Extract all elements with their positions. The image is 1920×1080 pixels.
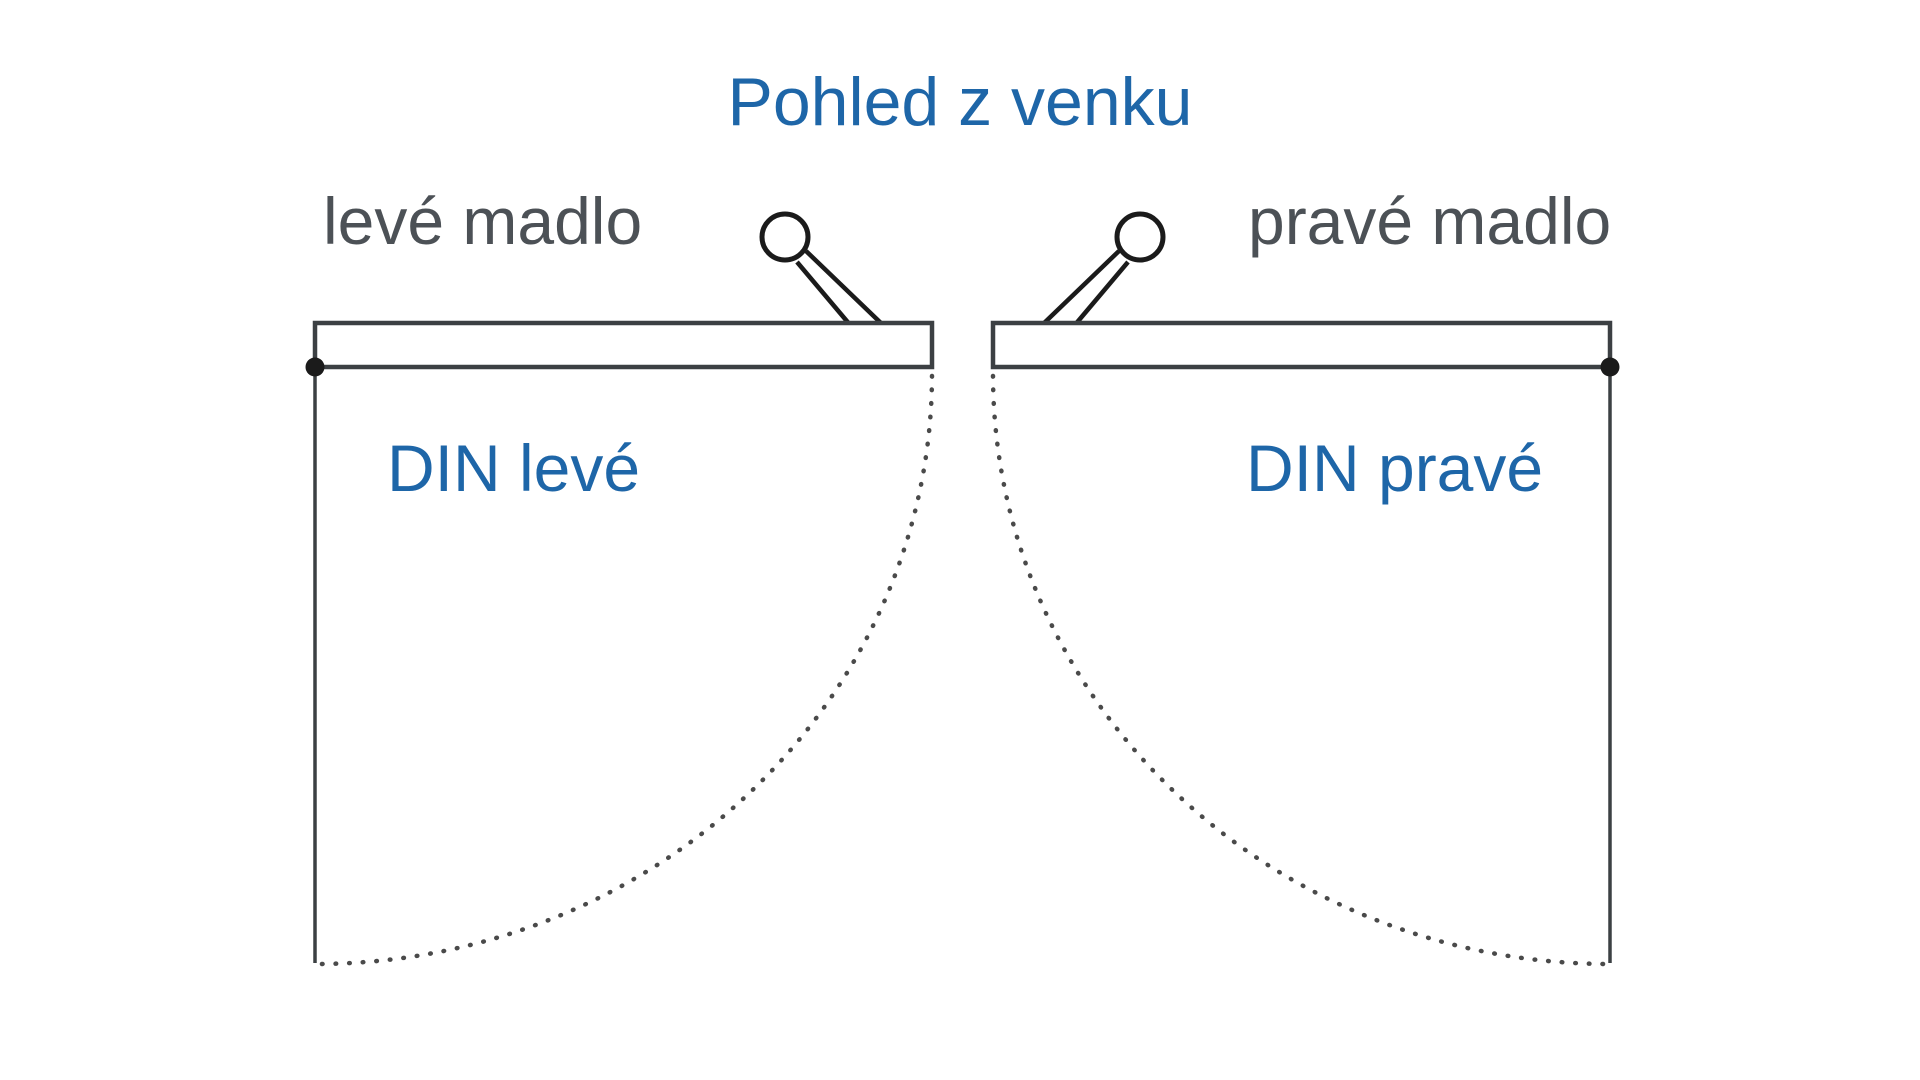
- left-handle-label: levé madlo: [323, 184, 643, 258]
- left-door-panel: [312, 320, 935, 370]
- left-handle-stem-upper: [804, 249, 886, 328]
- left-door: [305, 211, 935, 967]
- right-handle-label: pravé madlo: [1248, 184, 1612, 258]
- right-door-panel: [990, 320, 1613, 370]
- right-door: [990, 211, 1620, 967]
- left-handle-knob-icon: [759, 211, 811, 263]
- right-handle-knob-icon: [1114, 211, 1166, 263]
- right-hinge-dot: [1600, 357, 1620, 377]
- right-handle-stem-lower: [1072, 260, 1130, 328]
- din-right-label: DIN pravé: [1246, 431, 1544, 505]
- left-hinge-dot: [305, 357, 325, 377]
- right-handle-stem-upper: [1039, 249, 1121, 328]
- diagram-title: Pohled z venku: [727, 64, 1193, 140]
- din-left-label: DIN levé: [387, 431, 641, 505]
- left-handle-stem-lower: [795, 260, 853, 328]
